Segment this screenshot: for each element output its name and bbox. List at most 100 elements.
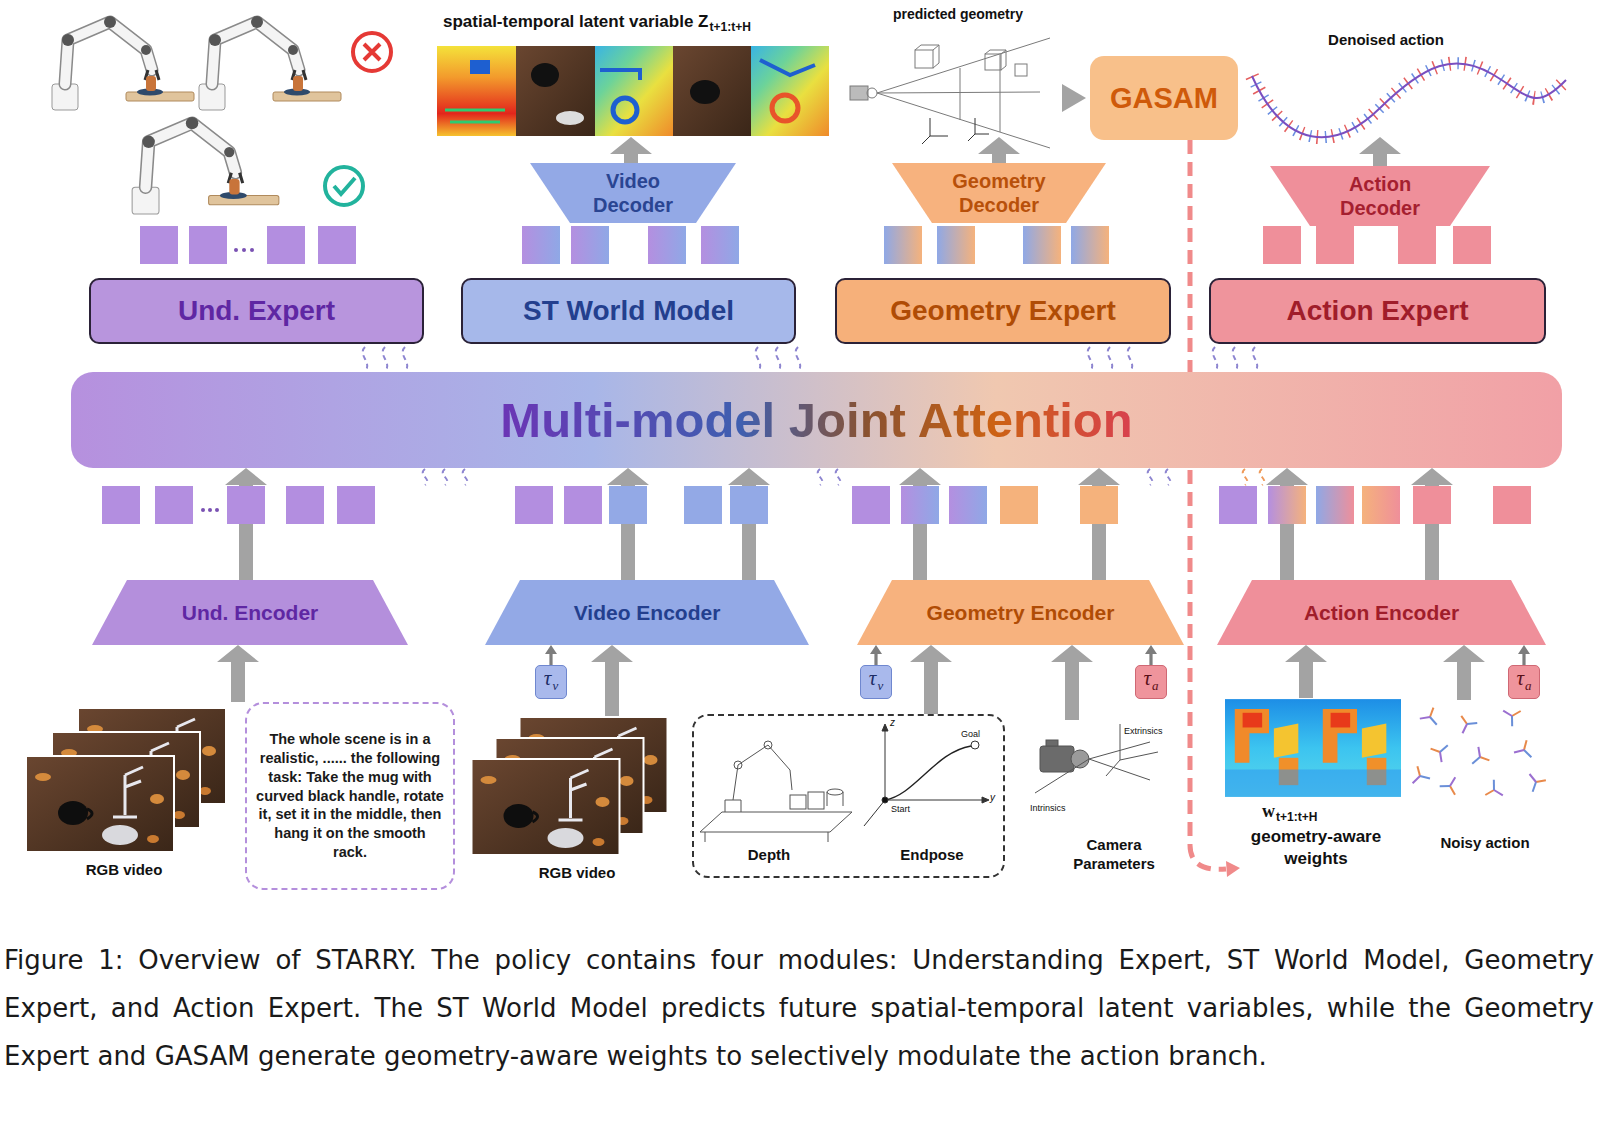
decoder-trapezoid-shape [892, 163, 1106, 223]
expert-box: Action Expert [1209, 278, 1546, 344]
flow-arrow [978, 137, 1020, 163]
token-square [189, 226, 227, 264]
token-square [852, 486, 890, 524]
token-square [208, 508, 212, 512]
token-square [1268, 486, 1306, 524]
figure-label: Start [891, 804, 910, 815]
token-square [227, 486, 265, 524]
flow-arrow [899, 468, 941, 580]
token-square [730, 486, 768, 524]
input-label: Noisy action [1440, 834, 1529, 852]
token-square [1362, 486, 1400, 524]
attention-link [776, 347, 781, 371]
predicted-geometry-figure [877, 38, 1050, 148]
flow-arrow [591, 645, 633, 716]
camera-figure [1040, 746, 1074, 772]
flow-arrow [1518, 645, 1530, 665]
flow-arrow [217, 645, 259, 702]
attention-link [756, 347, 761, 371]
input-label: RGB video [539, 864, 616, 882]
expert-box: ST World Model [461, 278, 796, 344]
fail-mark [353, 33, 391, 71]
attention-link [443, 469, 448, 485]
predicted-geometry-figure [922, 118, 948, 144]
output-label: Denoised action [1328, 31, 1444, 49]
depth-figure [734, 761, 742, 769]
token-square [337, 486, 375, 524]
time-embedding-box: τv [535, 665, 567, 699]
noisy-action-marks [1514, 738, 1535, 757]
node-label: Action Encoder [1304, 600, 1459, 625]
noisy-action-marks [1530, 771, 1548, 791]
latent-strip [470, 60, 490, 74]
token-square [1316, 486, 1354, 524]
attention-link [1166, 469, 1171, 485]
fail-mark [364, 44, 380, 60]
predicted-geometry-figure [915, 45, 939, 68]
axis-label: z [890, 717, 895, 729]
predicted-geometry-figure [850, 86, 868, 100]
node-label: τ [1516, 666, 1524, 691]
token-square [1071, 226, 1109, 264]
node-label: Action Decoder [1330, 172, 1430, 220]
token-square [215, 508, 219, 512]
noisy-action-marks [1440, 777, 1463, 799]
noisy-action-marks [1409, 764, 1430, 783]
token-square [1493, 486, 1531, 524]
success-mark [325, 167, 363, 205]
token-square [937, 226, 975, 264]
depth-figure [725, 745, 792, 812]
token-square [522, 226, 560, 264]
camera-figure [1071, 750, 1089, 768]
token-square [234, 248, 238, 252]
noisy-action-marks [1454, 711, 1477, 734]
prompt-box: The whole scene is in a realistic, .....… [245, 702, 455, 890]
latent-strip [690, 80, 720, 104]
latent-strip [600, 70, 640, 80]
noisy-action-marks [1420, 705, 1442, 725]
subscript: t+1:t+H [1276, 810, 1317, 824]
endpose-figure [982, 797, 989, 803]
axis-label: y [990, 792, 995, 804]
node-label: Action Expert [1286, 294, 1468, 328]
attention-link [836, 469, 841, 485]
flow-arrow [1285, 645, 1327, 698]
predicted-geometry-figure [968, 118, 989, 141]
subscript: v [552, 678, 558, 694]
attention-link [383, 347, 388, 371]
token-square [884, 226, 922, 264]
endpose-figure [882, 797, 888, 803]
weight-maps [1313, 699, 1401, 797]
noisy-action-marks [1503, 703, 1525, 726]
time-embedding-box: τv [860, 665, 892, 699]
depth-figure [827, 792, 843, 806]
noisy-action-marks [1409, 703, 1548, 803]
flow-arrow [1051, 645, 1093, 720]
flow-arrow [1145, 645, 1157, 665]
flow-arrow [1078, 468, 1120, 580]
node-label: Geometry Encoder [927, 600, 1115, 625]
depth-figure [827, 789, 843, 795]
predicted-geometry-figure [1015, 64, 1027, 76]
latent-strip [556, 111, 584, 125]
token-square [242, 248, 246, 252]
token-square [1023, 226, 1061, 264]
node-label: Multi-model Joint Attention [500, 391, 1132, 450]
token-square [1453, 226, 1491, 264]
attention-link [796, 347, 801, 371]
flow-arrow [545, 645, 557, 665]
token-square [1080, 486, 1118, 524]
encoder-trapezoid: Video Encoder [485, 580, 809, 645]
encoder-trapezoid: Und. Encoder [92, 580, 408, 645]
node-label: GASAM [1110, 81, 1218, 116]
noisy-action-marks [1481, 780, 1503, 803]
node-label: Und. Encoder [182, 600, 319, 625]
encoder-trapezoid: Action Encoder [1217, 580, 1546, 645]
action-trajectory [1252, 63, 1566, 137]
decoder-trapezoid: Video Decoder [530, 163, 736, 223]
predicted-geometry-figure [850, 38, 1050, 148]
attention-link [1108, 347, 1113, 371]
attention-link [363, 347, 368, 371]
predicted-geometry-figure [915, 50, 933, 68]
latent-strip [595, 46, 673, 136]
